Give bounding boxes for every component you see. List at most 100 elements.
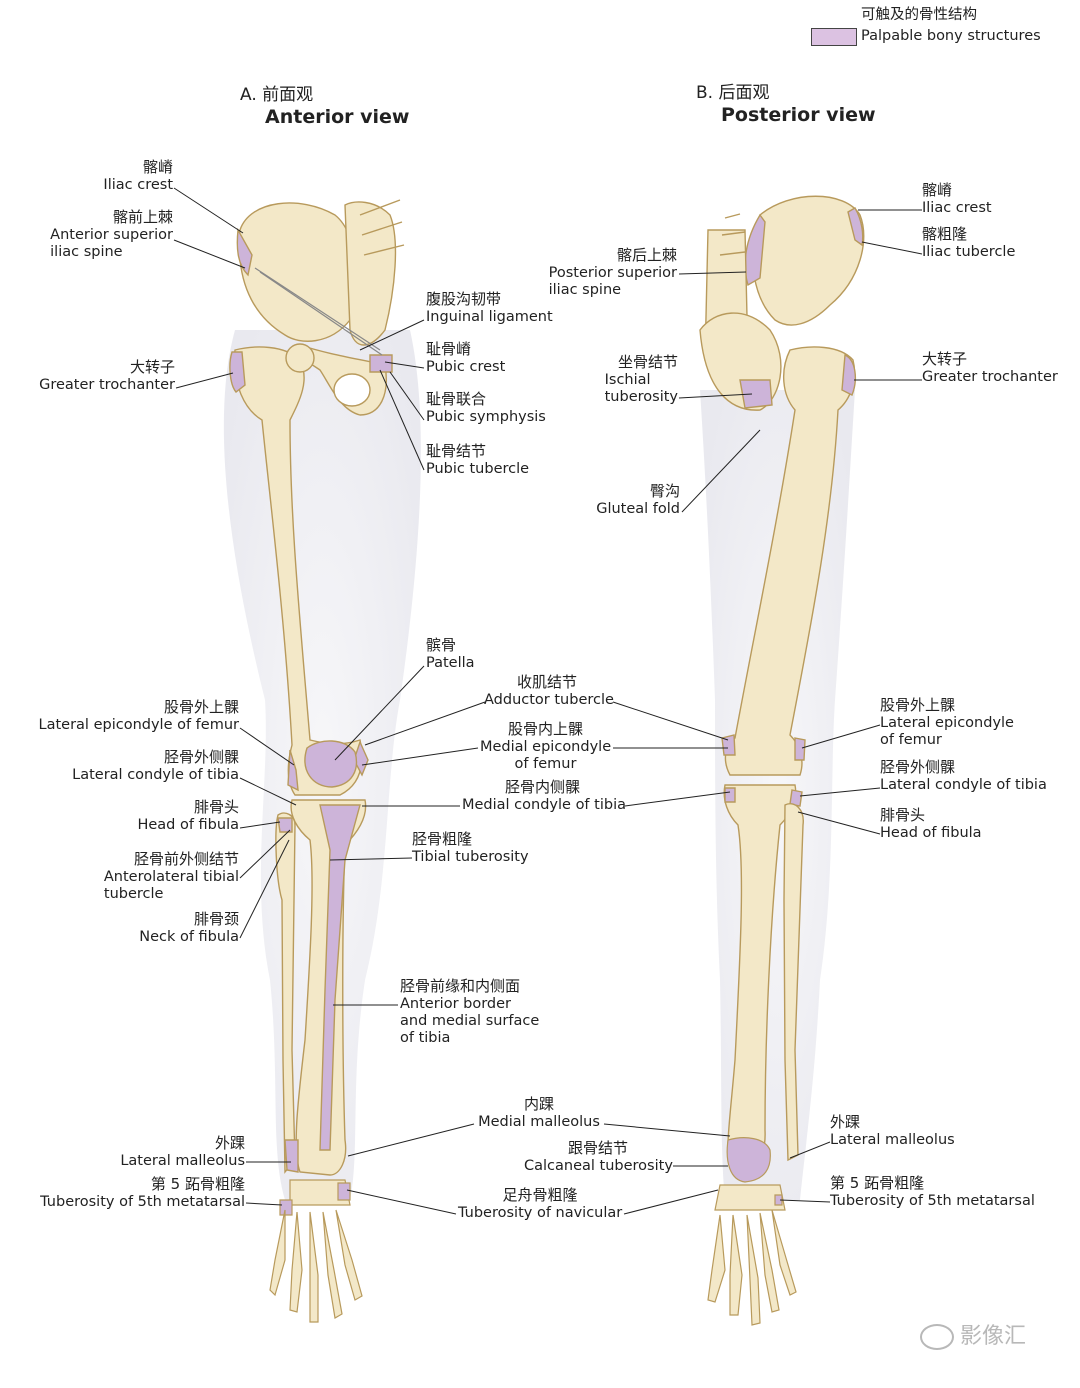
label-en: of femur xyxy=(880,732,942,748)
label-lat-condyle-tibia-posterior: 胫骨外侧髁 Lateral condyle of tibia xyxy=(880,758,1047,794)
legend-swatch xyxy=(811,28,857,46)
label-en: Pubic crest xyxy=(426,359,506,375)
label-greater-trochanter-posterior: 大转子 Greater trochanter xyxy=(922,350,1058,386)
posterior-view-heading: B. 后面观 Posterior view xyxy=(696,82,876,126)
label-en: Greater trochanter xyxy=(922,369,1058,385)
label-zh: 外踝 xyxy=(830,1113,861,1131)
label-tuberosity-5th-anterior: 第 5 跖骨粗隆 Tuberosity of 5th metatarsal xyxy=(40,1175,245,1211)
label-en: Lateral malleolus xyxy=(120,1153,245,1169)
label-en: Adductor tubercle xyxy=(484,692,614,708)
anterior-leader-lines xyxy=(173,187,425,1206)
label-en: of femur xyxy=(514,756,577,772)
posterior-view-title-en: Posterior view xyxy=(721,104,876,126)
label-en: Pubic tubercle xyxy=(426,461,530,477)
label-en: Tuberosity of 5th metatarsal xyxy=(830,1193,1035,1209)
label-iliac-crest-anterior: 髂嵴 Iliac crest xyxy=(103,158,173,194)
label-en: Head of fibula xyxy=(137,817,239,833)
label-lat-malleolus-posterior: 外踝 Lateral malleolus xyxy=(830,1113,955,1149)
label-neck-fibula: 腓骨颈 Neck of fibula xyxy=(139,910,239,946)
label-tuberosity-navicular: 足舟骨粗隆 Tuberosity of navicular xyxy=(458,1186,622,1222)
label-lat-condyle-tibia-anterior: 胫骨外侧髁 Lateral condyle of tibia xyxy=(72,748,239,784)
label-en: Lateral malleolus xyxy=(830,1132,955,1148)
label-zh: 股骨内上髁 xyxy=(507,720,583,738)
label-zh: 腓骨颈 xyxy=(193,910,239,928)
label-iliac-tubercle: 髂粗隆 Iliac tubercle xyxy=(922,225,1015,261)
center-leader-lines xyxy=(346,701,731,1215)
label-en: Calcaneal tuberosity xyxy=(524,1158,673,1174)
watermark-text: 影像汇 xyxy=(960,1324,1027,1349)
label-ischial-tuberosity: 坐骨结节 Ischial tuberosity xyxy=(605,353,678,406)
anterior-femur xyxy=(229,343,369,796)
label-zh: 腹股沟韧带 xyxy=(426,290,502,308)
label-en: Iliac crest xyxy=(103,177,173,193)
anterior-foot xyxy=(269,1179,363,1323)
label-zh: 髂粗隆 xyxy=(922,225,968,243)
label-zh: 髂前上棘 xyxy=(112,208,173,226)
label-pubic-tubercle: 耻骨结节 Pubic tubercle xyxy=(426,442,529,478)
label-tuberosity-5th-posterior: 第 5 跖骨粗隆 Tuberosity of 5th metatarsal xyxy=(830,1174,1035,1210)
label-pubic-crest: 耻骨嵴 Pubic crest xyxy=(426,340,505,376)
label-en: Tuberosity of 5th metatarsal xyxy=(40,1194,245,1210)
label-en: Ischial xyxy=(604,372,651,388)
label-en: Iliac crest xyxy=(922,200,992,216)
label-zh: 髂后上棘 xyxy=(616,246,677,264)
watermark: 影像汇 xyxy=(920,1318,1026,1350)
label-psis: 髂后上棘 Posterior superior iliac spine xyxy=(549,246,677,299)
label-zh: 胫骨内侧髁 xyxy=(504,778,580,796)
label-en: tuberosity xyxy=(604,389,678,405)
label-asis: 髂前上棘 Anterior superior iliac spine xyxy=(50,208,173,261)
wechat-icon xyxy=(920,1324,954,1350)
label-en: iliac spine xyxy=(548,282,622,298)
label-zh: 大转子 xyxy=(129,358,175,376)
label-en: Greater trochanter xyxy=(39,377,175,393)
anterior-view-heading: A. 前面观 Anterior view xyxy=(240,84,409,128)
label-iliac-crest-posterior: 髂嵴 Iliac crest xyxy=(922,181,992,217)
label-zh: 收肌结节 xyxy=(516,673,577,691)
anterior-view-title-en: Anterior view xyxy=(265,106,410,128)
label-medial-malleolus: 内踝 Medial malleolus xyxy=(476,1095,602,1131)
posterior-femur xyxy=(721,346,857,776)
label-calcaneal-tuberosity: 跟骨结节 Calcaneal tuberosity xyxy=(524,1139,673,1175)
label-en: of tibia xyxy=(400,1030,451,1046)
label-zh: 耻骨嵴 xyxy=(426,340,472,358)
label-zh: 胫骨外侧髁 xyxy=(880,758,956,776)
label-lat-epicondyle-femur-anterior: 股骨外上髁 Lateral epicondyle of femur xyxy=(39,698,239,734)
label-zh: 胫骨前缘和内侧面 xyxy=(400,977,521,995)
label-zh: 髂嵴 xyxy=(142,158,173,176)
label-pubic-symphysis: 耻骨联合 Pubic symphysis xyxy=(426,390,546,426)
label-zh: 髌骨 xyxy=(426,636,457,654)
label-en: Medial epicondyle xyxy=(480,739,612,755)
label-zh: 股骨外上髁 xyxy=(880,696,956,714)
label-anterior-border-tibia: 胫骨前缘和内侧面 Anterior border and medial surf… xyxy=(400,977,539,1047)
legend-title-zh: 可触及的骨性结构 xyxy=(861,7,977,23)
label-en: and medial surface xyxy=(400,1013,540,1029)
label-en: Medial condyle of tibia xyxy=(462,797,626,813)
label-medial-epicondyle: 股骨内上髁 Medial epicondyle of femur xyxy=(480,720,611,773)
posterior-pelvis xyxy=(699,195,865,411)
label-en: iliac spine xyxy=(50,244,123,260)
label-inguinal-ligament: 腹股沟韧带 Inguinal ligament xyxy=(426,290,553,326)
posterior-leader-lines xyxy=(678,209,923,1203)
label-greater-trochanter-anterior: 大转子 Greater trochanter xyxy=(39,358,175,394)
label-en: Pubic symphysis xyxy=(426,409,546,425)
posterior-foot xyxy=(707,1137,797,1326)
label-en: Head of fibula xyxy=(880,825,982,841)
label-en: Neck of fibula xyxy=(139,929,239,945)
legend-title-en: Palpable bony structures xyxy=(861,28,1041,44)
label-en: Patella xyxy=(426,655,475,671)
posterior-tibia-fibula xyxy=(723,784,804,1166)
label-en: Anterior superior xyxy=(50,227,173,243)
label-en: Lateral epicondyle of femur xyxy=(38,717,239,733)
label-head-fibula-posterior: 腓骨头 Head of fibula xyxy=(880,806,982,842)
label-en: tubercle xyxy=(103,886,164,902)
anterior-tibia-fibula xyxy=(275,799,367,1176)
label-zh: 髂嵴 xyxy=(922,181,953,199)
anterior-view-title-zh: A. 前面观 xyxy=(240,85,314,105)
label-en: Anterior border xyxy=(400,996,512,1012)
label-en: Iliac tubercle xyxy=(922,244,1016,260)
label-en: Lateral epicondyle xyxy=(880,715,1014,731)
label-zh: 腓骨头 xyxy=(880,806,926,824)
label-tibial-tuberosity: 胫骨粗隆 Tibial tuberosity xyxy=(412,830,529,866)
label-en: Posterior superior xyxy=(548,265,677,281)
